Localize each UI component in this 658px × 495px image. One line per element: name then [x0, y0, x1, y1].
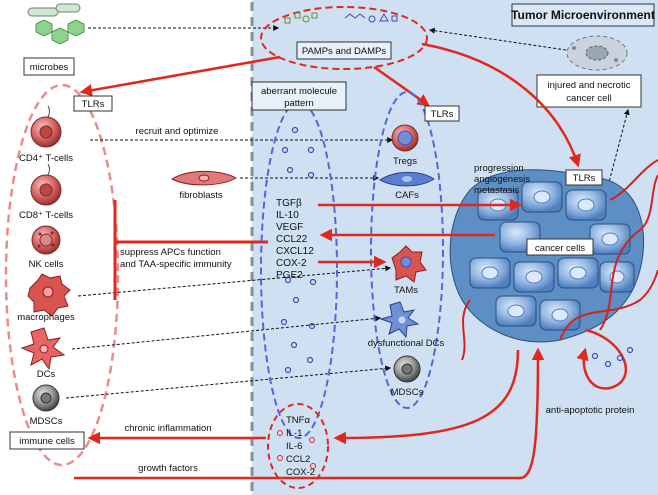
suppress-line2: and TAA-specific immunity [120, 259, 232, 270]
tams-label: TAMs [394, 285, 418, 296]
immune-cells-box [9, 431, 85, 450]
factor-cox2-inflam: COX-2 [286, 467, 315, 478]
inflammatory-factors-ellipse [267, 403, 329, 489]
necrotic-to-pamps-arrow [428, 27, 567, 51]
tam-icon [391, 245, 427, 283]
cancer-to-inflammatory-arrow [333, 349, 520, 445]
cancer-cell-cluster [449, 159, 658, 361]
injured-cell-text: injured and necrotic [548, 80, 631, 91]
immune-cell-nk: NK cells [29, 259, 64, 270]
immune-cell-mdscs: MDSCs [30, 416, 63, 427]
dysfunctional-dc-icon [379, 301, 420, 339]
tlrs-mid-label: TLRs [431, 109, 454, 120]
immune-cell-cd4: CD4⁺ T-cells [19, 153, 73, 164]
pamps-damps-ellipse [260, 6, 428, 70]
pamps-to-tlrs-mid-arrow [373, 65, 431, 107]
fibroblasts-label: fibroblasts [179, 190, 223, 201]
pamps-damps-label: PAMPs and DAMPs [302, 46, 387, 57]
metastasis-text: metastasis [474, 185, 520, 196]
tlrs-mid-box [424, 105, 460, 122]
anti-apoptotic-loop-arrow [576, 328, 628, 390]
tlrs-right-box [565, 169, 603, 186]
cancer-cells-box [526, 238, 594, 256]
dysfunctional-dcs-label: dysfunctional DCs [368, 338, 445, 349]
pamps-damps-box [296, 41, 392, 60]
progression-text: progression [474, 163, 524, 174]
cd8-cell-icon [30, 163, 62, 206]
macrophage-to-tam-arrow [77, 265, 392, 297]
pamps-damps-molecules [284, 12, 398, 24]
tlrs-right-label: TLRs [573, 173, 596, 184]
tlrs-left-box [73, 95, 113, 112]
nk-cell-icon [31, 225, 61, 255]
mdscs-mid-label: MDSCs [391, 387, 424, 398]
fibroblast-icon [170, 170, 238, 186]
cafs-label: CAFs [395, 190, 419, 201]
factor-il6: IL-6 [286, 441, 302, 452]
anti-apoptotic-dots [591, 346, 634, 368]
microbes-icon [27, 3, 85, 45]
necrotic-cell-icon [566, 35, 628, 71]
growth-factors-arrow [74, 347, 545, 480]
aberrant-molecules-dots [280, 126, 317, 374]
dc-icon [20, 327, 66, 371]
factor-ccl22: CCL22 [276, 234, 308, 245]
treg-icon [391, 124, 419, 152]
immune-cell-dcs: DCs [37, 369, 56, 380]
factor-pge2: PGE2 [276, 270, 303, 281]
immune-cells-ellipse [4, 83, 120, 467]
recruit-label: recruit and optimize [136, 126, 219, 137]
immune-cell-cd8: CD8⁺ T-cells [19, 210, 73, 221]
suppressive-factors-list: TGFβ IL-10 VEGF CCL22 CXCL12 COX-2 PGE2 [276, 198, 314, 281]
tlrs-left-label: TLRs [82, 99, 105, 110]
angiogenesis-text: angiogenesis [474, 174, 530, 185]
factor-cox2: COX-2 [276, 258, 307, 269]
factor-tgfb: TGFβ [276, 198, 302, 209]
factor-il1: IL-1 [286, 428, 302, 439]
aberrant-pattern-box [251, 81, 347, 111]
caf-icon [379, 171, 435, 187]
pamps-to-tlrs-right-arrow [421, 42, 581, 168]
microbes-label: microbes [30, 62, 69, 73]
immune-cells-label: immune cells [19, 436, 75, 447]
factor-ccl2: CCL2 [286, 454, 310, 465]
title: Tumor Microenvironment [511, 8, 655, 22]
growth-factors-label: growth factors [138, 463, 198, 474]
inflammatory-factors-list: TNFα IL-1 IL-6 CCL2 COX-2 [277, 415, 316, 478]
tregs-label: Tregs [393, 156, 417, 167]
aberrant-pattern-text: aberrant molecule [261, 86, 337, 97]
chronic-inflammation-label: chronic inflammation [124, 423, 211, 434]
suppress-line1: suppress APCs function [120, 247, 221, 258]
suppressive-cells-ellipse [370, 91, 444, 409]
mdsc-mid-icon [393, 355, 421, 383]
mdsc-to-mdsc-arrow [65, 365, 392, 399]
factor-cxcl12: CXCL12 [276, 246, 314, 257]
microbes-box [23, 57, 75, 76]
factor-tnfa: TNFα [286, 415, 310, 426]
cancer-cells-label: cancer cells [535, 243, 585, 254]
dc-to-dysfunctional-arrow [71, 315, 382, 350]
mdsc-left-icon [32, 384, 60, 412]
pamps-to-tlrs-left-arrow [79, 55, 281, 97]
anti-apoptotic-label: anti-apoptotic protein [546, 405, 635, 416]
cd4-cell-icon [30, 105, 62, 148]
factor-il10: IL-10 [276, 210, 299, 221]
injured-cell-box [536, 74, 642, 108]
factor-vegf: VEGF [276, 222, 303, 233]
immune-cell-macrophages: macrophages [17, 312, 75, 323]
macrophage-icon [27, 273, 71, 317]
title-box [511, 3, 655, 27]
